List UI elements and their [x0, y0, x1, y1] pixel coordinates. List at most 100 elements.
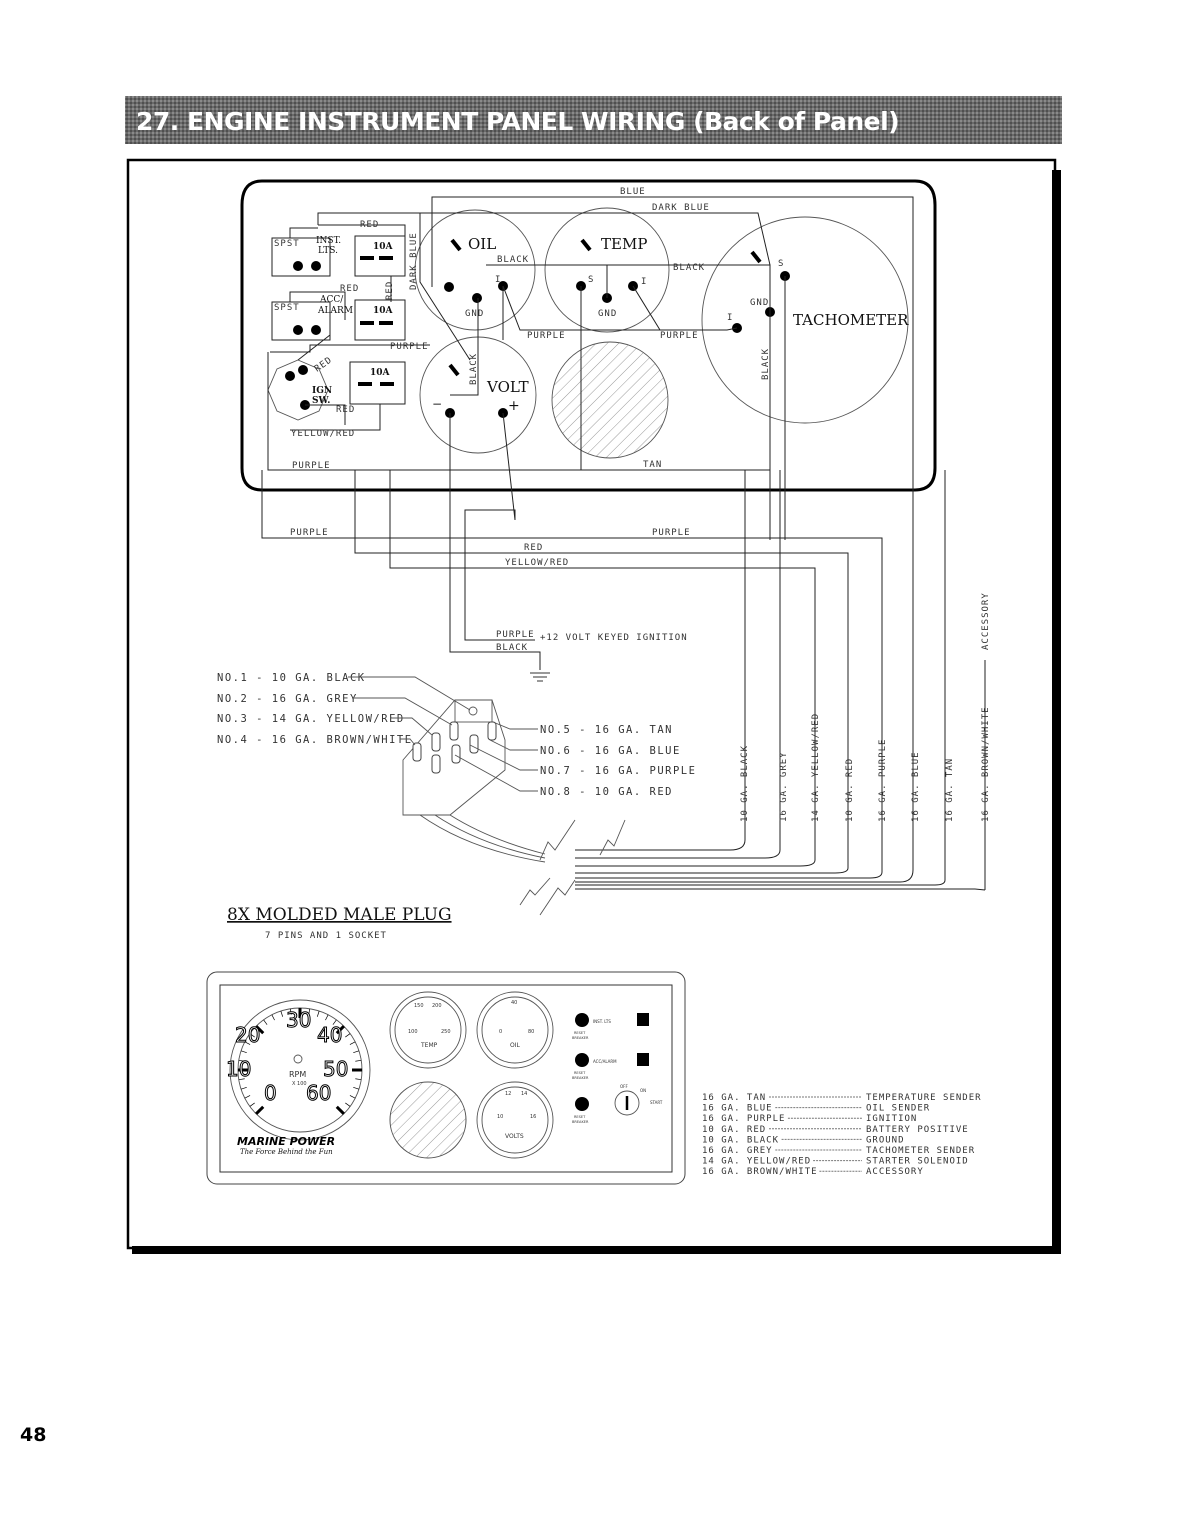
- tach-tick: [238, 1078, 245, 1081]
- tach-tick: [244, 1095, 251, 1099]
- back-panel-terminals-gnd: GND: [465, 309, 484, 319]
- tach-tick: [316, 1010, 320, 1017]
- legend-wire: 10 GA. BLACK: [702, 1135, 779, 1145]
- back-panel-terminals-i: I: [727, 313, 733, 323]
- back-panel-switches-0-fuse: 10A: [373, 242, 394, 252]
- back-panel-terminals-gnd: GND: [598, 309, 617, 319]
- inst-lts-toggle: [637, 1013, 649, 1026]
- back-panel-wires-dark-blue-vertical: DARK BLUE: [409, 232, 419, 290]
- plug-pins-1: NO.2 - 16 GA. GREY: [217, 693, 358, 705]
- tach-tick: [345, 1033, 351, 1038]
- tach-tick: [255, 1025, 265, 1035]
- front-panel-reset-breaker-2: BREAKER: [572, 1036, 589, 1040]
- legend-destination: STARTER SOLENOID: [866, 1157, 969, 1167]
- front-panel-volt-ticks-3: 16: [530, 1114, 536, 1120]
- front-panel-oil-ticks-2: 80: [528, 1029, 534, 1035]
- front-panel-tach-numbers-4: 40: [317, 1023, 342, 1047]
- legend-destination: BATTERY POSITIVE: [866, 1125, 969, 1135]
- plug-pins-7: NO.8 - 10 GA. RED: [540, 786, 673, 798]
- wire-label-black: 10 GA. BLACK: [740, 745, 750, 822]
- back-panel-ignition-label-2: SW.: [312, 396, 330, 406]
- page-number: 48: [20, 1424, 46, 1446]
- tach-tick: [249, 1102, 255, 1107]
- temp-gauge: TEMP GND S I: [544, 207, 670, 333]
- front-panel-reset-breaker-1: RESET: [574, 1031, 586, 1035]
- light-bulb-icon: [450, 238, 462, 252]
- ignition-switch: IGN SW. 10A: [267, 359, 406, 421]
- tach-tick: [255, 1105, 265, 1115]
- tach-tick: [355, 1078, 362, 1081]
- front-panel-inst-lts: INST. LTS: [593, 1019, 611, 1024]
- back-panel-terminals-i: I: [641, 277, 647, 287]
- front-panel-volt-ticks-0: 10: [497, 1114, 503, 1120]
- front-panel-temp-ticks-2: 200: [432, 1003, 442, 1009]
- temp-gauge-face: 100 150 200 250 TEMP: [389, 991, 467, 1069]
- harness-yellow-red: YELLOW/RED: [505, 558, 569, 568]
- harness-ign-note: +12 VOLT KEYED IGNITION: [540, 633, 688, 643]
- legend-destination: TEMPERATURE SENDER: [866, 1093, 982, 1103]
- switch-column: INST. LTS ACC/ALARM RESET BREAKER RESET …: [572, 1013, 663, 1124]
- front-panel-tach-numbers-1: 10: [226, 1057, 251, 1081]
- light-bulb-icon: [448, 363, 460, 377]
- wire-label-blue: 16 GA. BLUE: [911, 751, 921, 822]
- harness-purple-ign: PURPLE: [496, 630, 535, 640]
- back-panel-terminals-gnd: GND: [750, 298, 769, 308]
- section-title: 27. ENGINE INSTRUMENT PANEL WIRING (Back…: [136, 107, 899, 136]
- front-panel-temp-ticks-1: 150: [414, 1003, 424, 1009]
- acc-alarm-switch: SPST ACC/ ALARM 10A: [271, 295, 406, 341]
- front-panel-tach-numbers-3: 30: [286, 1008, 311, 1032]
- back-panel-gauges-temp: TEMP: [601, 235, 647, 253]
- back-panel-outline: [240, 179, 937, 492]
- legend-destination: OIL SENDER: [866, 1104, 930, 1114]
- back-panel-wires-tan: TAN: [643, 460, 662, 470]
- plug-pin-labels: NO.1 - 10 GA. BLACK NO.2 - 16 GA. GREY N…: [217, 672, 696, 798]
- front-panel-rpm: RPM: [289, 1070, 306, 1079]
- plug-pins-5: NO.6 - 16 GA. BLUE: [540, 745, 681, 757]
- front-panel-tagline: The Force Behind the Fun: [240, 1148, 333, 1156]
- tach-tick: [289, 1008, 292, 1015]
- front-panel-acc-alarm: ACC/ALARM: [593, 1059, 617, 1064]
- tach-tick: [238, 1059, 245, 1062]
- legend-wire: 16 GA. BLUE: [702, 1104, 773, 1114]
- back-panel-wires-yellow-red: YELLOW/RED: [291, 429, 355, 439]
- tach-tick: [332, 1019, 337, 1025]
- tach-tick: [353, 1050, 360, 1054]
- legend-destination: TACHOMETER SENDER: [866, 1146, 975, 1156]
- tach-tick: [325, 1014, 329, 1021]
- wire-label-accessory: ACCESSORY: [981, 592, 991, 650]
- legend-wire: 14 GA. YELLOW/RED: [702, 1157, 811, 1167]
- back-panel-wires-red-top: RED: [360, 220, 379, 230]
- wire-label-purple: 16 GA. PURPLE: [878, 739, 888, 822]
- back-panel-wires-red-vertical: RED: [385, 281, 395, 300]
- front-panel-key-start: START: [650, 1100, 663, 1105]
- legend-destination: IGNITION: [866, 1114, 917, 1124]
- back-panel-switches-1-label-2: ALARM: [317, 306, 353, 316]
- tach-tick: [280, 1010, 284, 1017]
- harness-black: BLACK: [496, 643, 528, 653]
- blank-gauge-hole: [551, 341, 669, 459]
- inst-lights-switch: SPST INST. LTS. 10A: [271, 235, 406, 277]
- light-bulb-icon: [750, 250, 762, 264]
- back-panel-wires-blue: BLUE: [620, 187, 646, 197]
- tach-tick: [345, 1102, 351, 1107]
- plug-pins-6: NO.7 - 16 GA. PURPLE: [540, 765, 696, 777]
- front-panel-volt-ticks-2: 14: [521, 1091, 527, 1097]
- section-banner: 27. ENGINE INSTRUMENT PANEL WIRING (Back…: [125, 96, 1062, 144]
- legend-wire: 16 GA. BROWN/WHITE: [702, 1167, 818, 1177]
- wire-label-grey: 16 GA. GREY: [779, 751, 789, 822]
- front-panel-tach-numbers-6: 60: [306, 1081, 331, 1105]
- back-panel-wires-purple-ign: PURPLE: [390, 342, 429, 352]
- volt-gauge-face: 10 12 14 16 VOLTS: [476, 1081, 554, 1159]
- tach-tick: [335, 1025, 345, 1035]
- front-panel-reset-breaker-2: BREAKER: [572, 1076, 589, 1080]
- back-panel-wires-black-volt: BLACK: [469, 353, 479, 385]
- front-panel-tach-numbers-0: 0: [264, 1081, 277, 1105]
- back-panel-wires: RED BLUE DARK BLUE DARK BLUE RED RED BLA…: [267, 187, 914, 540]
- oil-s-terminal: [444, 282, 454, 292]
- key-switch: [614, 1090, 640, 1116]
- oil-gnd-terminal: [472, 293, 482, 303]
- front-panel-volt-label: VOLTS: [505, 1133, 524, 1140]
- back-panel-ignition-fuse: 10A: [370, 368, 391, 378]
- tach-tick: [335, 1105, 345, 1115]
